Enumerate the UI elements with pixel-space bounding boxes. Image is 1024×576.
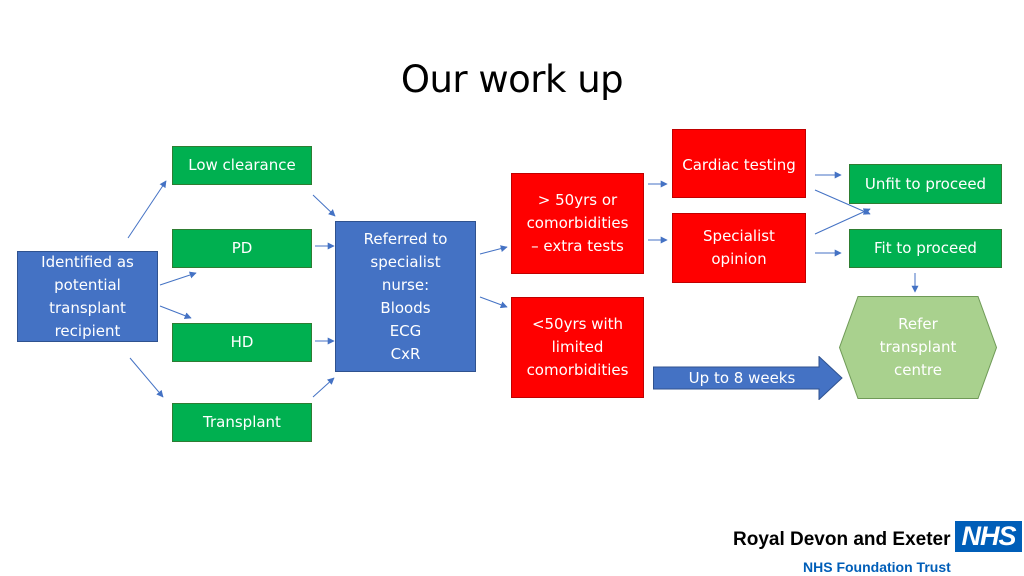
refer-node-border [839, 296, 997, 399]
timeline-label: Up to 8 weeks [688, 369, 796, 387]
arrow-identified-to-transplant [129, 357, 164, 398]
specialist-node: Specialist opinion [672, 213, 806, 283]
refer-line-1: Refer [898, 315, 938, 333]
nhs-logo: NHS [955, 521, 1022, 552]
over-50-line-2: comorbidities [526, 214, 629, 232]
refer-node: Refer transplant centre [839, 296, 997, 399]
identified-line-4: recipient [54, 321, 121, 340]
cardiac-node: Cardiac testing [672, 129, 806, 198]
trust-name: Royal Devon and Exeter [733, 529, 951, 550]
unfit-node: Unfit to proceed [849, 164, 1002, 204]
under-50-line-1: <50yrs with [531, 315, 624, 333]
pd-node: PD [172, 229, 312, 268]
arrow-low-clearance-to-referred [312, 194, 336, 217]
identified-line-2: potential [54, 275, 121, 294]
referred-line-2: specialist [370, 252, 441, 271]
arrow-cardiac-to-fit [814, 189, 871, 215]
arrow-identified-to-pd [159, 271, 197, 286]
referred-line-5: ECG [389, 321, 422, 340]
fit-node: Fit to proceed [849, 229, 1002, 268]
hd-node: HD [172, 323, 312, 362]
under-50-node: <50yrs with limited comorbidities [511, 297, 644, 398]
over-50-node: > 50yrs or comorbidities – extra tests [511, 173, 644, 274]
identified-line-1: Identified as [41, 252, 134, 271]
trust-subtitle: NHS Foundation Trust [803, 559, 951, 575]
page-title: Our work up [400, 58, 624, 101]
referred-line-4: Bloods [380, 298, 431, 317]
low-clearance-node: Low clearance [172, 146, 312, 185]
refer-line-2: transplant [879, 338, 957, 356]
over-50-line-3: – extra tests [531, 237, 624, 255]
over-50-line-1: > 50yrs or [537, 191, 618, 209]
under-50-line-2: limited [551, 338, 604, 356]
arrow-referred-to-over-50 [479, 245, 508, 255]
referred-line-1: Referred to [363, 229, 448, 248]
under-50-line-3: comorbidities [526, 361, 629, 379]
arrow-identified-to-hd [159, 305, 192, 319]
referred-node: Referred to specialist nurse: Bloods ECG… [335, 221, 476, 372]
refer-line-3: centre [894, 361, 942, 379]
specialist-line-2: opinion [711, 250, 767, 268]
specialist-line-1: Specialist [703, 227, 775, 245]
referred-line-3: nurse: [381, 275, 430, 294]
referred-line-6: CxR [390, 344, 421, 363]
identified-line-3: transplant [49, 298, 126, 317]
transplant-node: Transplant [172, 403, 312, 442]
arrow-specialist-to-unfit [814, 208, 871, 235]
arrow-referred-to-under-50 [479, 296, 508, 309]
arrow-transplant-to-referred [312, 377, 335, 398]
timeline-arrow [653, 356, 843, 400]
arrow-identified-to-low-clearance [127, 180, 167, 239]
identified-node: Identified as potential transplant recip… [17, 251, 158, 342]
